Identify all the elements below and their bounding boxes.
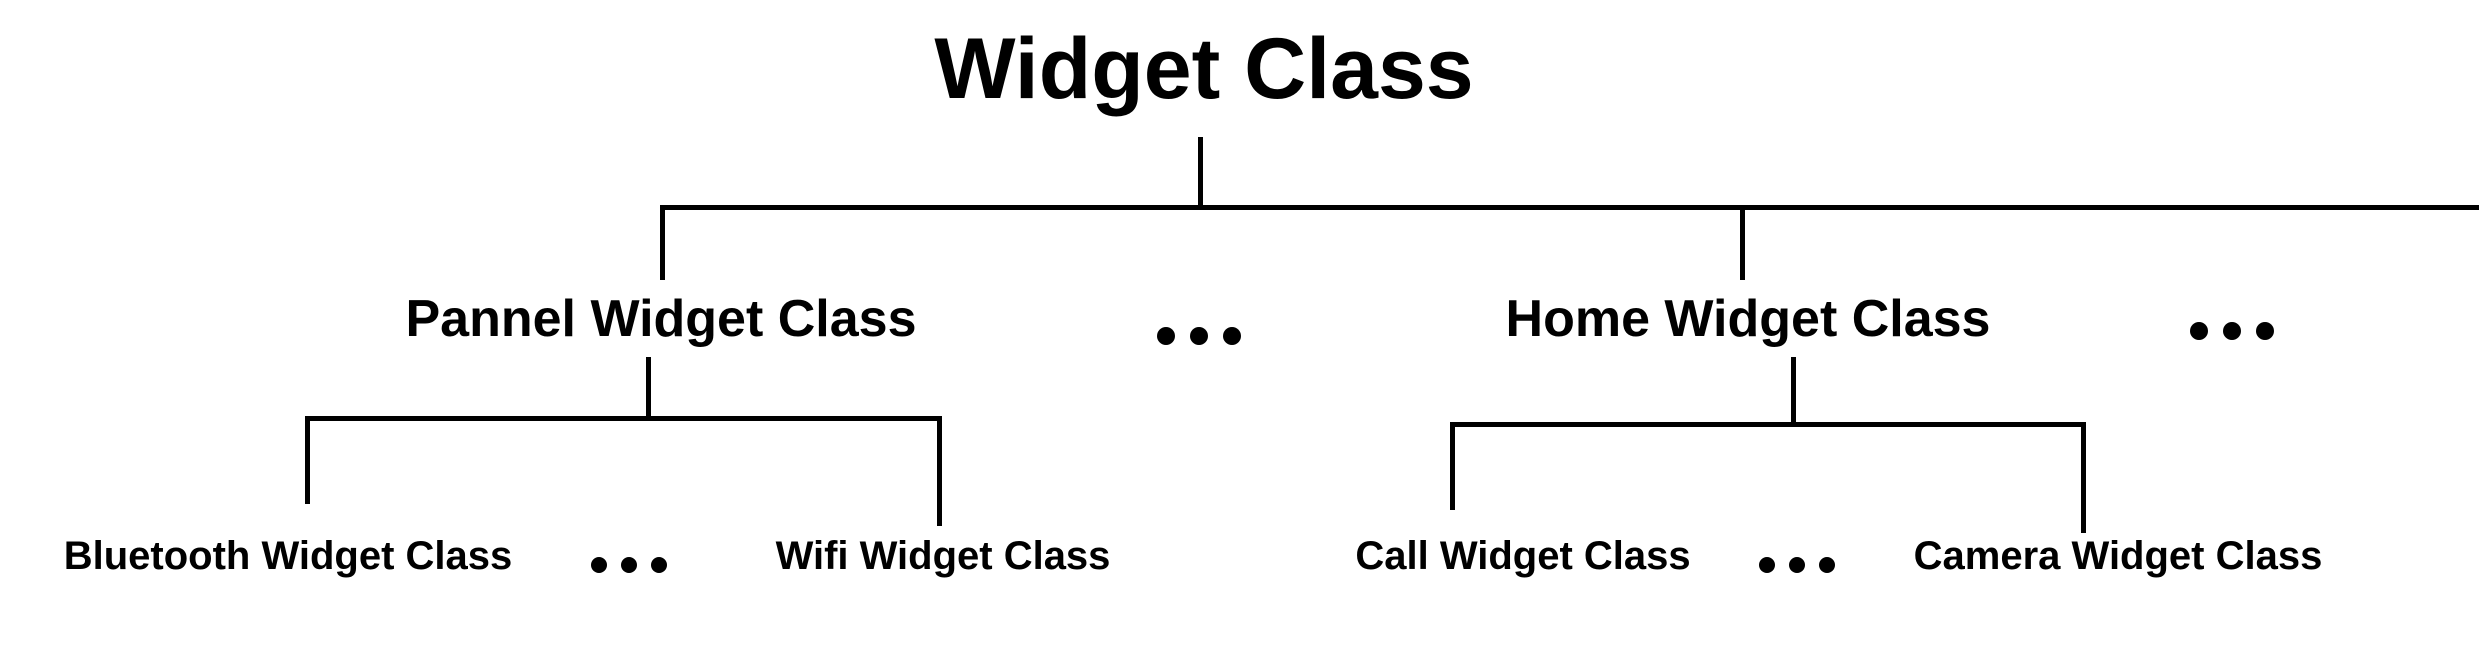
connector-camera-drop [2081, 422, 2086, 533]
ellipsis-dot [1789, 557, 1805, 573]
connector-root-stem [1198, 137, 1203, 210]
connector-home-stem-top [1740, 205, 1745, 280]
node-pannel-widget-class: Pannel Widget Class [405, 290, 917, 348]
node-widget-class: Widget Class [934, 21, 1474, 117]
ellipsis-dot [1190, 327, 1208, 345]
connector-call-drop [1450, 422, 1455, 510]
connector-wifi-drop [937, 416, 942, 526]
node-home-widget-class: Home Widget Class [1505, 290, 1991, 348]
ellipsis-home-children: ... [1759, 557, 1835, 573]
connector-home-bar [1450, 422, 2086, 427]
node-camera-widget-class: Camera Widget Class [1913, 534, 2323, 578]
connector-pannel-bar [305, 416, 942, 421]
ellipsis-dot [2223, 322, 2241, 340]
ellipsis-dot [651, 557, 667, 573]
ellipsis-dot [2256, 322, 2274, 340]
connector-pannel-stem-top [660, 205, 665, 280]
ellipsis-dot [1223, 327, 1241, 345]
ellipsis-dot [591, 557, 607, 573]
node-bluetooth-widget-class: Bluetooth Widget Class [63, 534, 513, 578]
ellipsis-dot [2190, 322, 2208, 340]
ellipsis-level1-siblings-a: ... [1157, 327, 1241, 345]
ellipsis-pannel-children: ... [591, 557, 667, 573]
connector-bluetooth-drop [305, 416, 310, 504]
ellipsis-level1-siblings-b: ... [2190, 322, 2274, 340]
connector-home-stem-bottom [1791, 357, 1796, 425]
ellipsis-dot [1819, 557, 1835, 573]
node-wifi-widget-class: Wifi Widget Class [775, 534, 1111, 578]
connector-level1-bar [660, 205, 2479, 210]
connector-pannel-stem-bottom [646, 357, 651, 420]
ellipsis-dot [621, 557, 637, 573]
node-call-widget-class: Call Widget Class [1355, 534, 1691, 578]
ellipsis-dot [1759, 557, 1775, 573]
ellipsis-dot [1157, 327, 1175, 345]
